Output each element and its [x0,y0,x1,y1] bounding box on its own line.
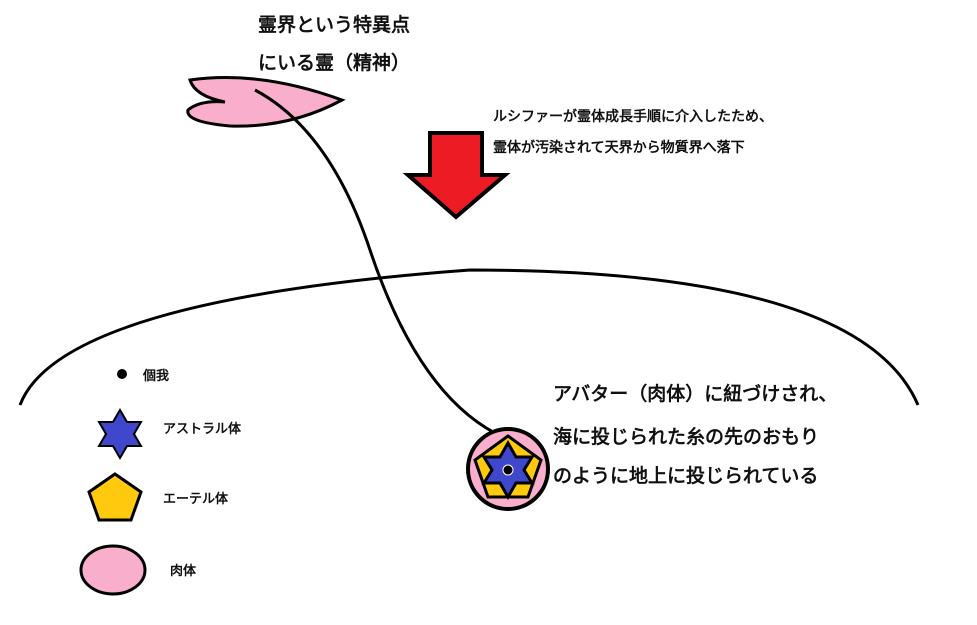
spirit-shape [186,76,346,128]
earth-horizon [18,268,920,406]
soul-on-earth [466,427,550,511]
tether-cord [254,88,506,440]
down-arrow-icon [402,131,511,220]
legend-label-astral-body: アストラル体 [163,422,242,437]
legend-label-etheric-body: エーテル体 [163,492,229,507]
dot-icon [117,369,127,379]
fall-note-line-2: 霊体が汚染されて天界から物質界へ落下 [493,140,745,156]
title-line-2: にいる霊（精神） [258,52,411,74]
legend-label-individual-self: 個我 [143,369,170,384]
star-icon [97,408,143,460]
fall-note-line-1: ルシファーが霊体成長手順に介入したため、 [493,109,773,125]
pentagon-icon [87,472,143,522]
avatar-note-line-1: アバター（肉体）に紐づけされ、 [553,383,838,405]
legend-label-physical-body: 肉体 [170,564,197,579]
ellipse-icon [79,544,147,596]
avatar-note-line-2: 海に投じられた糸の先のおもり [553,426,820,448]
avatar-note-line-3: のように地上に投じられている [553,465,819,487]
title-line-1: 霊界という特異点 [258,14,411,36]
